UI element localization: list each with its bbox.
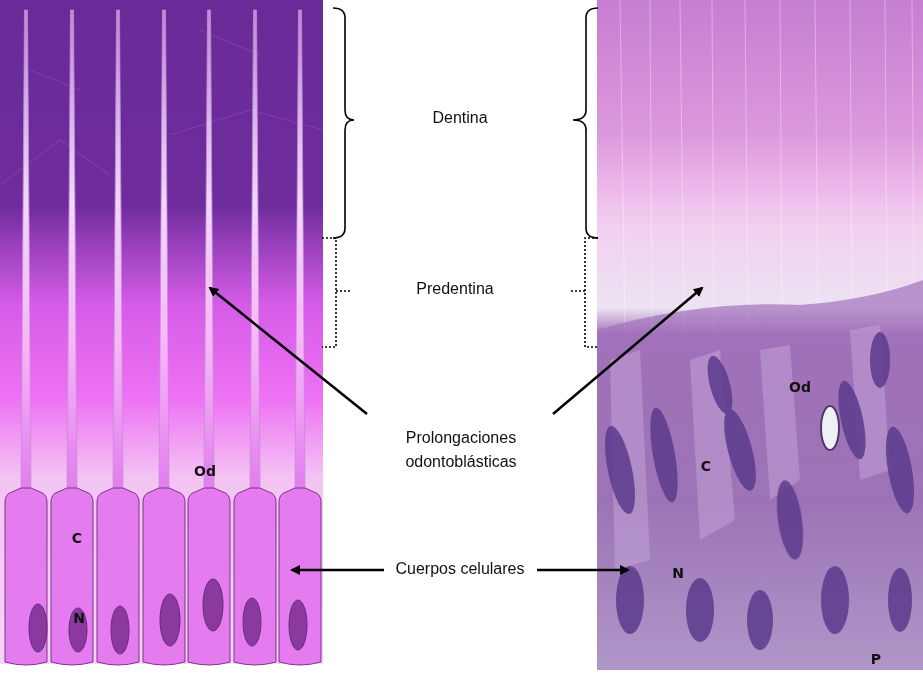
histology-nucleus <box>599 332 920 650</box>
capillary <box>821 406 839 450</box>
tissue-ground <box>0 0 323 664</box>
dentin-tubule <box>620 0 914 330</box>
structure-label: Dentina <box>380 106 540 130</box>
structure-label: Predentina <box>375 277 535 301</box>
dentin-brace <box>333 8 354 238</box>
cell-nucleus <box>29 579 307 654</box>
leader-arrow <box>537 569 628 572</box>
callout-letter: N <box>663 565 693 581</box>
predentin-bracket <box>322 238 352 347</box>
callout-letter: C <box>62 530 92 546</box>
cell-cytoplasm <box>610 325 890 570</box>
callout-letter: N <box>64 610 94 626</box>
structure-label: Prolongaciones odontoblásticas <box>376 426 546 474</box>
leader-arrow <box>553 288 702 414</box>
leader-arrow <box>210 288 367 414</box>
callout-letter: P <box>861 651 891 667</box>
callout-letter: Od <box>780 379 820 395</box>
structure-label: Cuerpos celulares <box>385 557 535 581</box>
leader-arrow <box>292 569 384 572</box>
callout-letter: C <box>691 458 721 474</box>
callout-letter: Od <box>185 463 225 479</box>
predentin-bracket <box>570 238 598 347</box>
dentin-brace <box>573 8 598 238</box>
